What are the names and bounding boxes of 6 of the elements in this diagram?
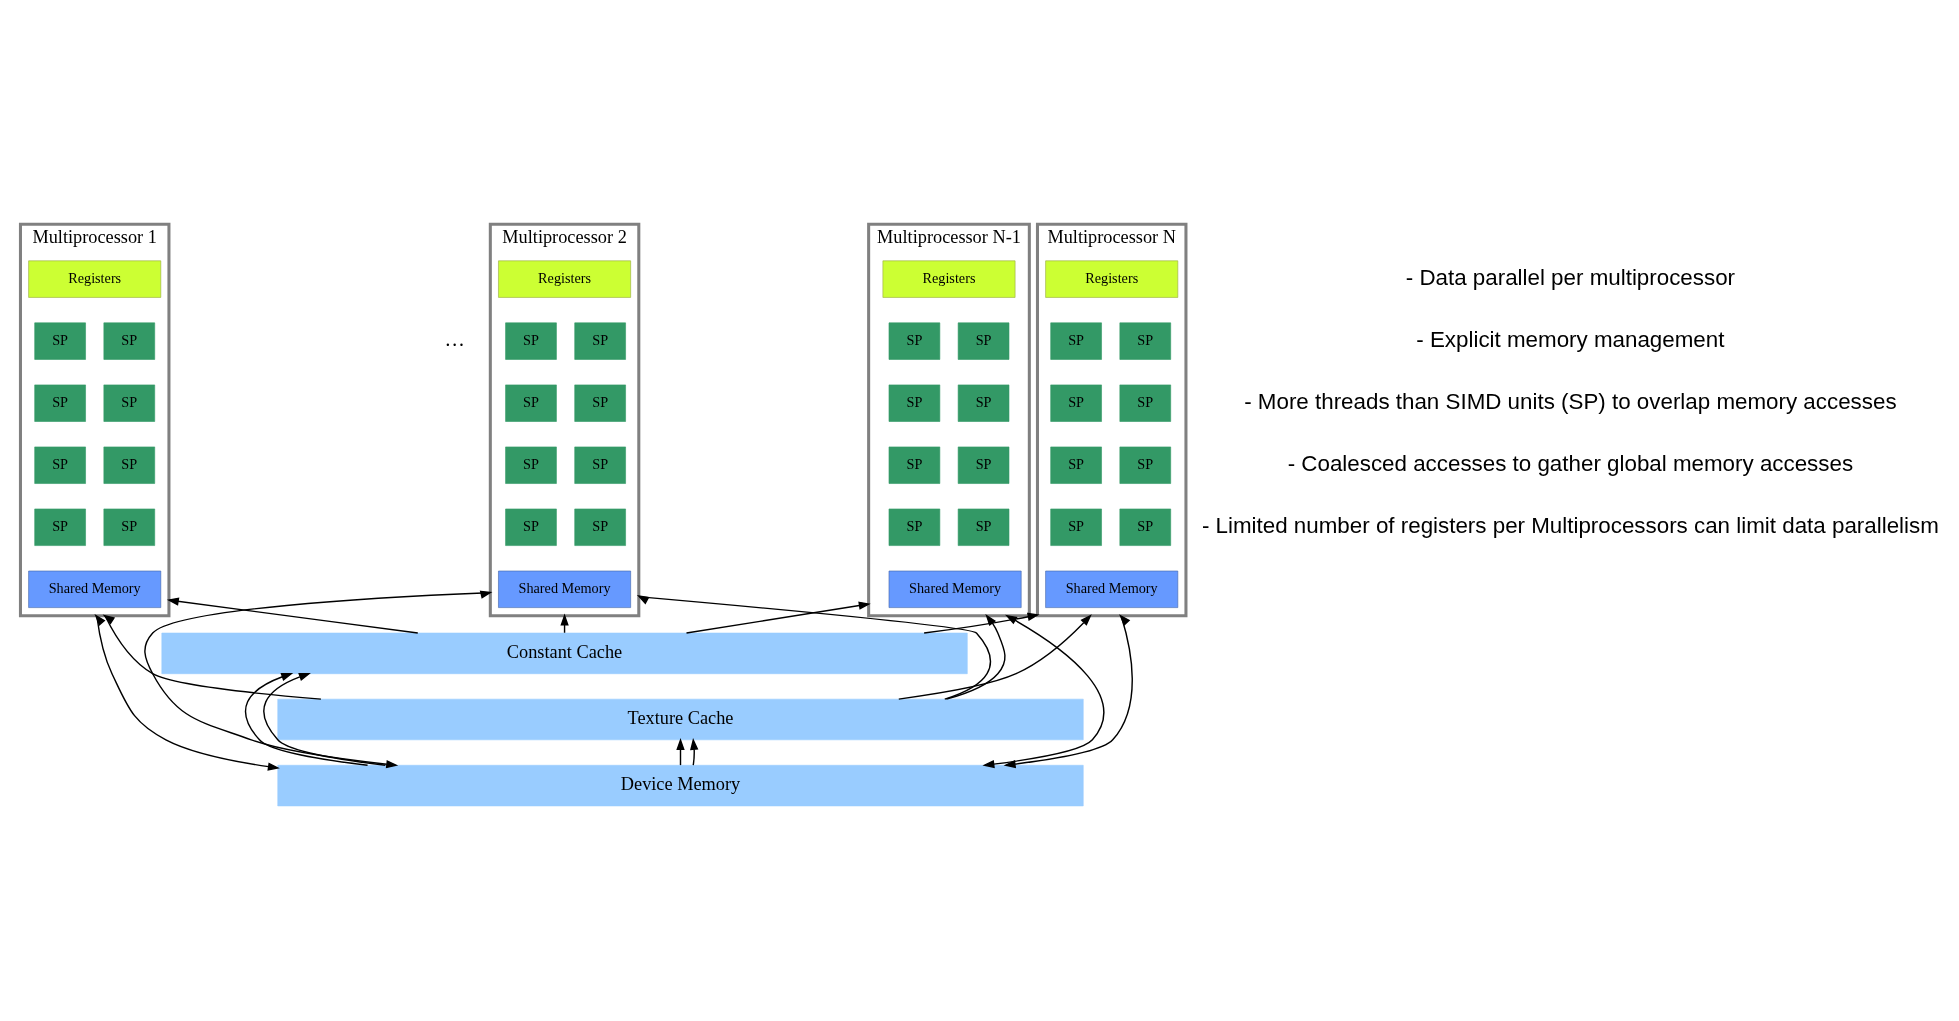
label: - Limited number of registers per Multiprocessors can limit data parallelism [1201, 512, 1939, 538]
label: - Data parallel per multiprocessor [1405, 264, 1736, 290]
label: - Coalesced accesses to gather global memory accesses [1287, 450, 1854, 476]
label: - Explicit memory management [1416, 326, 1725, 352]
label: - More threads than SIMD units (SP) to overlap memory accesses [1244, 388, 1897, 414]
label: … [444, 327, 465, 350]
